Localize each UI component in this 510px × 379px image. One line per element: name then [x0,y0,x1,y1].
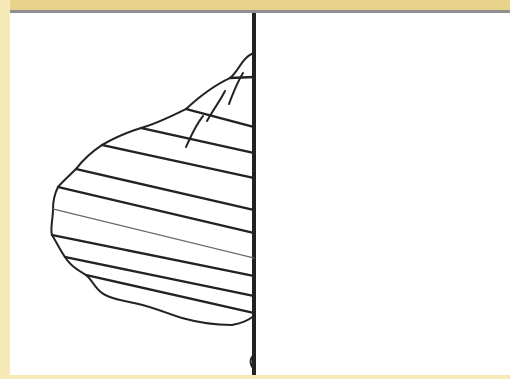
frame-left-border [0,0,10,379]
profile-radial-line-1 [230,77,254,78]
velocity-distribution-diagram [10,13,510,375]
frame-top-border [0,0,510,10]
frame-bottom-border [0,375,510,379]
diagram-canvas [10,13,510,375]
